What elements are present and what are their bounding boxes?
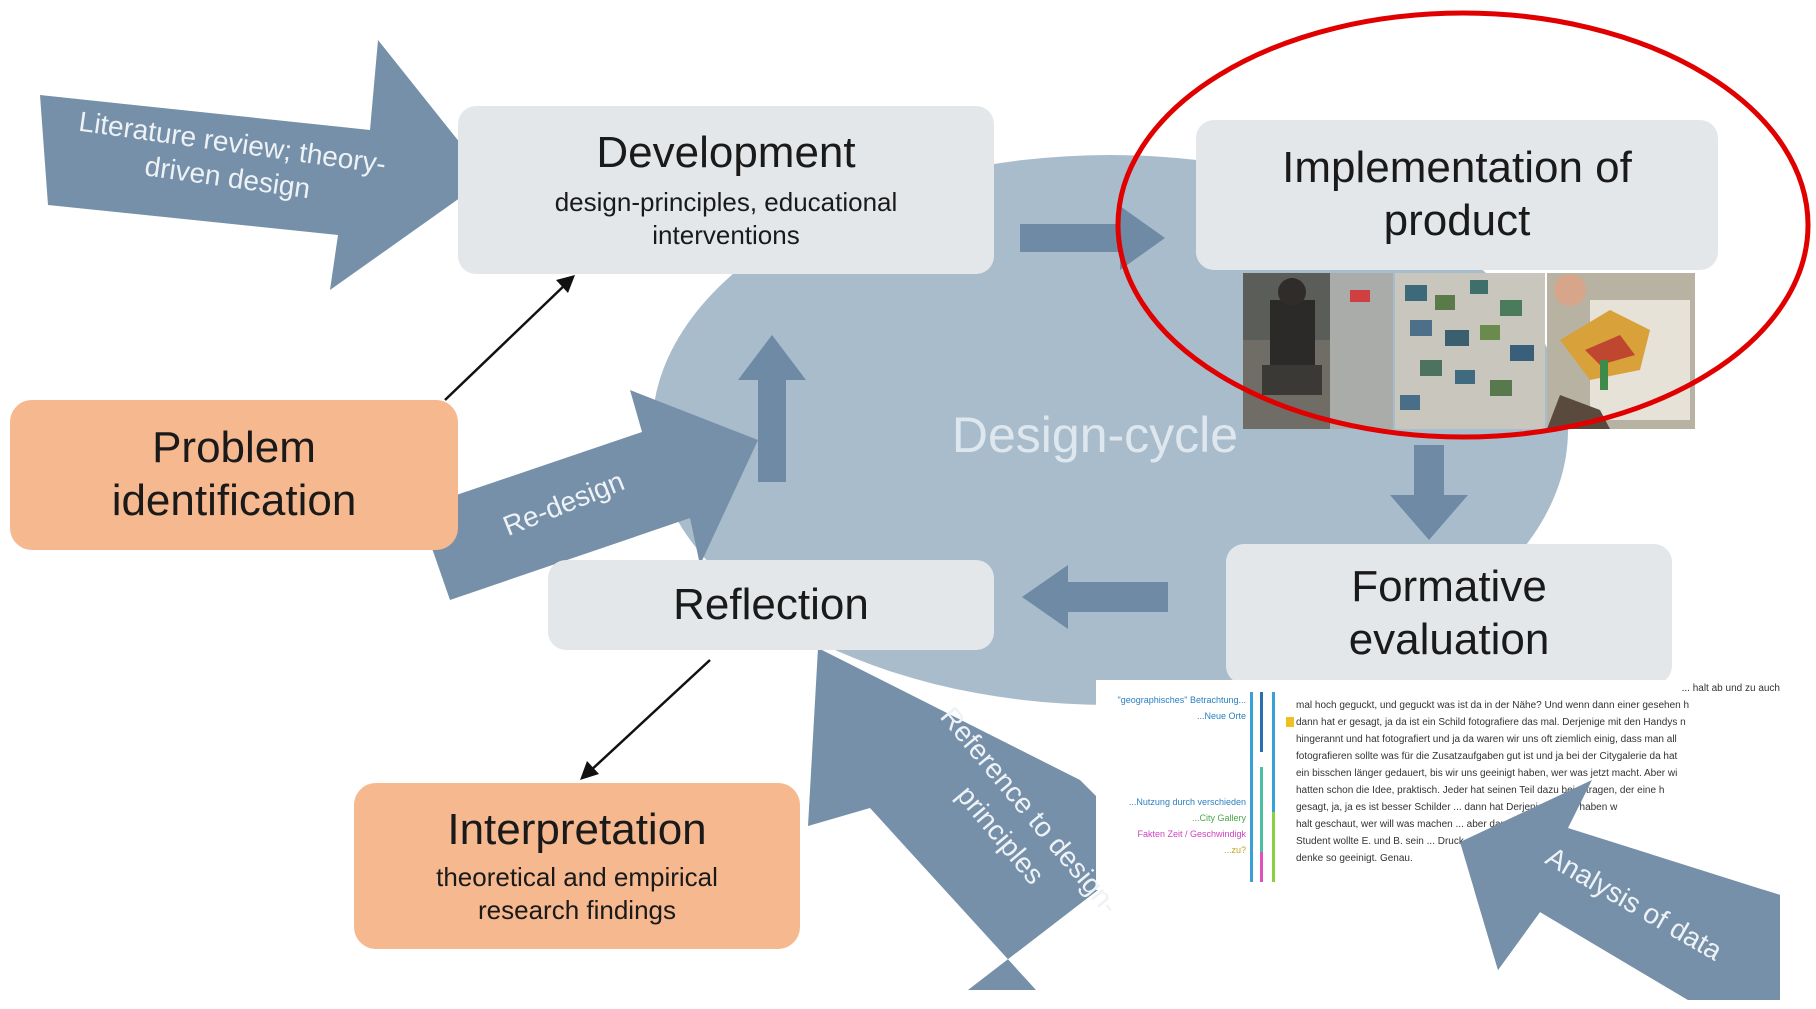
connector-reflection-to-interpretation — [580, 659, 711, 780]
reflection-title: Reflection — [673, 579, 869, 629]
transcript-text: ... halt ab und zu auch mal hoch geguckt… — [1296, 680, 1780, 867]
transcript-line: fotografieren sollte was für die Zusatza… — [1296, 751, 1678, 762]
arrow-reference — [808, 648, 1150, 990]
arrow-literature-review — [40, 40, 488, 290]
transcript-line: halt geschaut, wer will was machen ... a… — [1296, 819, 1561, 830]
cycle-arrow-up — [738, 335, 806, 482]
implementation-title: Implementation of product — [1282, 143, 1632, 245]
transcript-line: hingerannt und hat fotografiert und ja d… — [1296, 734, 1677, 745]
transcript-line: gesagt, ja, ja es ist besser Schilder ..… — [1296, 802, 1618, 813]
implementation-photos — [1243, 273, 1695, 429]
development-title: Development — [596, 127, 856, 177]
transcript-line: hatten schon die Idee, praktisch. Jeder … — [1296, 785, 1665, 796]
photo-3 — [1547, 273, 1695, 429]
transcript-line: ... halt ab und zu auch — [1681, 683, 1780, 694]
development-box: Development design-principles, education… — [458, 106, 994, 274]
photo-1 — [1243, 273, 1393, 429]
interpretation-subtitle: theoretical and empirical research findi… — [436, 861, 718, 926]
transcript-codes: "geographisches" Betrachtung... ...Neue … — [1096, 692, 1246, 890]
connector-problem-to-development — [444, 275, 575, 401]
implementation-box: Implementation of product — [1196, 120, 1718, 270]
code-label: "geographisches" Betrachtung... — [1117, 695, 1246, 705]
transcript-line: mal hoch geguckt, und geguckt was ist da… — [1296, 700, 1690, 711]
formative-title: Formative evaluation — [1348, 562, 1550, 664]
transcript-line: dann hat er gesagt, ja da ist ein Schild… — [1296, 717, 1686, 728]
transcript-line: ein bisschen länger gedauert, bis wir un… — [1296, 768, 1678, 779]
code-label: ...Nutzung durch verschieden — [1128, 797, 1246, 807]
code-label: ...City Gallery — [1191, 813, 1246, 823]
interpretation-title: Interpretation — [447, 804, 707, 854]
interpretation-box: Interpretation theoretical and empirical… — [354, 783, 800, 949]
code-bars — [1246, 692, 1356, 882]
reflection-box: Reflection — [548, 560, 994, 650]
problem-box: Problem identification — [10, 400, 458, 550]
cycle-arrow-right — [1020, 206, 1165, 270]
transcript-line: Student wollte E. und B. sein ... Druck … — [1296, 836, 1533, 847]
formative-box: Formative evaluation — [1226, 544, 1672, 684]
code-label: Fakten Zeit / Geschwindigk — [1137, 829, 1246, 839]
development-subtitle: design-principles, educational intervent… — [554, 186, 898, 251]
cycle-arrow-down — [1390, 445, 1468, 540]
code-label: ...zu? — [1223, 845, 1246, 855]
cycle-arrow-left — [1022, 565, 1168, 629]
transcript-line: denke so geeinigt. Genau. — [1296, 853, 1413, 864]
arrow-re-design — [418, 390, 758, 600]
problem-title: Problem identification — [111, 423, 357, 525]
code-label: ...Neue Orte — [1196, 711, 1246, 721]
photo-2 — [1395, 273, 1545, 429]
transcript-document: "geographisches" Betrachtung... ...Neue … — [1096, 680, 1780, 890]
center-label: Design-cycle — [951, 407, 1239, 463]
highlight-circle — [1115, 10, 1811, 440]
